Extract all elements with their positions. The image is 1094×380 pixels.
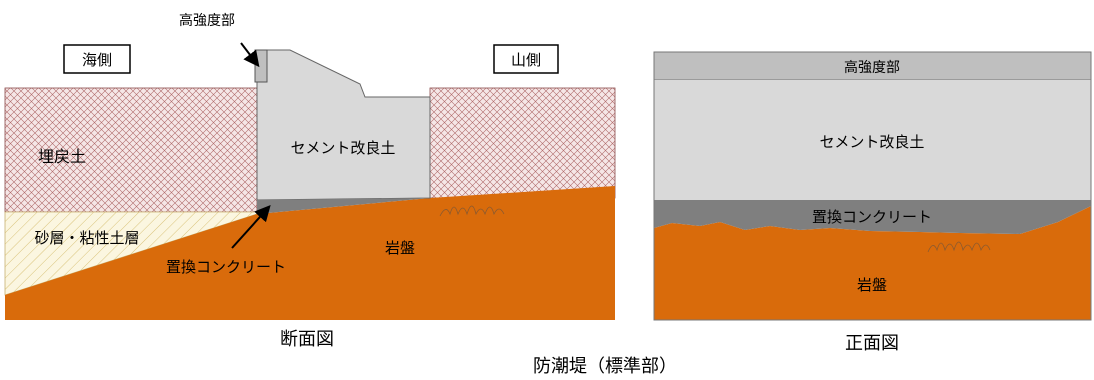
high-strength-label-front: 高強度部 (844, 59, 900, 76)
cement-soil-label-front: セメント改良土 (820, 133, 925, 151)
backfill-label: 埋戻土 (38, 147, 86, 166)
mountain-side-box (493, 44, 559, 74)
replacement-pointer (231, 205, 271, 249)
backfill-soil-left (4, 87, 258, 213)
bedrock-label-section: 岩盤 (385, 239, 415, 257)
replacement-concrete-front (654, 200, 1091, 234)
cross-section-caption: 断面図 (280, 329, 334, 350)
cement-soil-front (654, 80, 1091, 200)
high-strength-label: 高強度部 (179, 12, 235, 29)
cement-soil-body (256, 49, 431, 201)
front-view: 高強度部 セメント改良土 置換コンクリート 岩盤 正面図 (653, 51, 1092, 354)
mountain-side-label: 山側 (511, 51, 541, 69)
cement-soil-label: セメント改良土 (291, 139, 396, 157)
replacement-concrete-label: 置換コンクリート (166, 258, 286, 276)
replacement-concrete-section (257, 198, 430, 214)
grass-tuft-front-icon (927, 241, 991, 253)
replacement-concrete-label-front: 置換コンクリート (812, 208, 932, 226)
cross-section: 海側 山側 高強度部 埋戻土 セメント改良土 砂層・粘性土層 置換コンクリート … (4, 12, 616, 350)
high-strength-part-section (254, 49, 268, 83)
sea-side-label: 海側 (82, 51, 112, 69)
figure-title: 防潮堤（標準部） (533, 356, 677, 377)
bedrock-front (654, 206, 1091, 320)
bedrock-label-front: 岩盤 (857, 276, 887, 294)
bedrock-section (5, 186, 615, 320)
sand-clay-label: 砂層・粘性土層 (34, 229, 139, 247)
grass-tuft-icon (439, 205, 505, 217)
high-strength-pointer (240, 42, 260, 68)
front-view-caption: 正面図 (845, 333, 899, 354)
front-view-frame (653, 51, 1092, 321)
sea-side-box (63, 44, 131, 74)
backfill-soil-right (429, 87, 616, 199)
